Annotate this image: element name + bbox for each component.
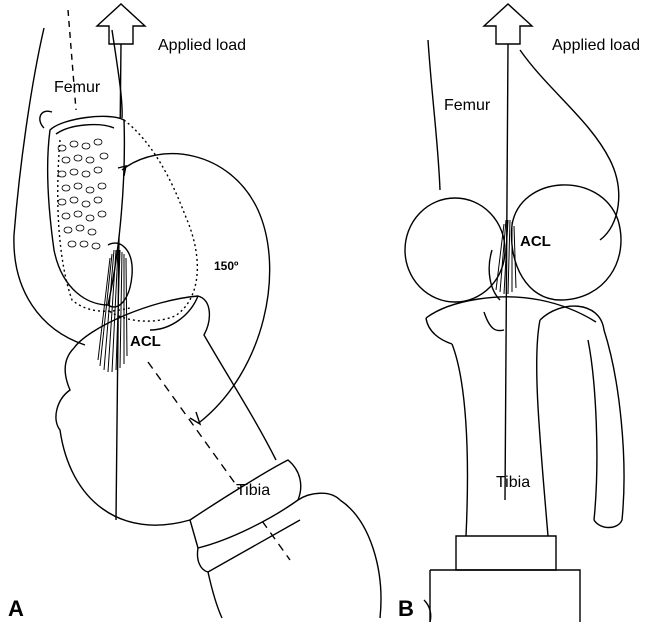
femur-section-a (48, 116, 125, 305)
applied-load-arrow-b (484, 4, 532, 44)
fixture-a (190, 460, 301, 548)
angle-arc-a (122, 154, 270, 422)
angle-label-a: 150º (214, 259, 239, 273)
tibia-label-a: Tibia (236, 482, 270, 499)
applied-load-label-a: Applied load (158, 37, 246, 54)
tibial-plateau-b (426, 297, 596, 322)
acl-label-a: ACL (130, 333, 161, 350)
applied-load-label-b: Applied load (552, 37, 640, 54)
tibia-label-b: Tibia (496, 474, 530, 491)
femur-label-b: Femur (444, 97, 491, 114)
tibia-a (74, 296, 276, 460)
acl-label-b: ACL (520, 233, 551, 250)
panel-a (14, 4, 381, 618)
fibula-b (540, 306, 624, 527)
fixture-b (456, 536, 556, 570)
panel-letter-b: B (398, 596, 414, 621)
tibia-b (452, 344, 467, 536)
femur-shaft-b (428, 40, 440, 190)
femur-label-a: Femur (54, 79, 101, 96)
panel-b (405, 4, 624, 622)
applied-load-arrow-a (97, 4, 145, 44)
panel-letter-a: A (8, 596, 24, 621)
medial-condyle-b (405, 198, 505, 302)
